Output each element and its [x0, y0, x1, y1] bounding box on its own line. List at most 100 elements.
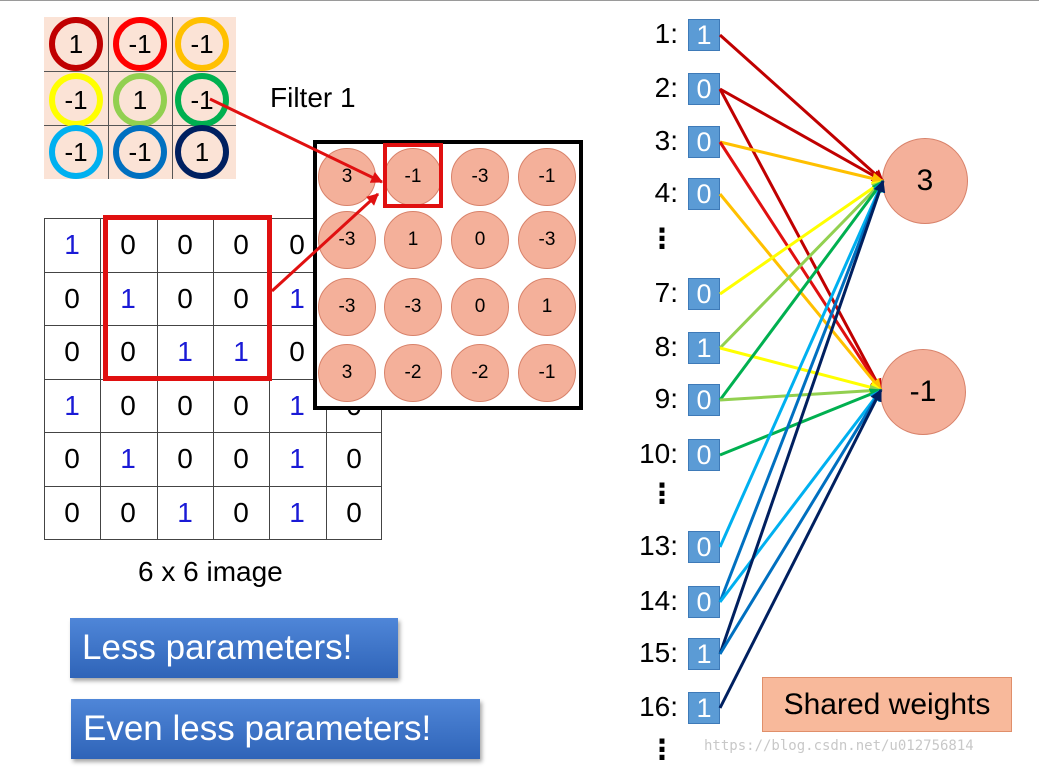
weight-arrow: [718, 179, 885, 548]
image-cell: 0: [289, 229, 305, 260]
input-index-label: 8:: [654, 331, 678, 362]
feature-map-cell: 0: [451, 278, 509, 336]
filter-cell: 1: [175, 125, 229, 179]
output-neuron-1: 3: [882, 138, 968, 224]
input-index-label: 3:: [654, 125, 678, 156]
weight-arrow: [718, 180, 885, 401]
feature-map-cell: -1: [518, 148, 576, 206]
input-value-box: 0: [688, 586, 720, 618]
filter-gridline: [172, 17, 173, 179]
shared-weights-label: Shared weights: [762, 677, 1012, 732]
input-value-box: 0: [688, 439, 720, 471]
input-value-box: 0: [688, 384, 720, 416]
image-to-map-arrow: [270, 192, 380, 293]
feature-map-cell: 0: [451, 211, 509, 269]
feature-map-cell: 3: [318, 344, 376, 402]
image-cell: 1: [120, 283, 136, 314]
image-cell: 0: [289, 336, 305, 367]
image-cell: 1: [289, 443, 305, 474]
image-gridline: [44, 486, 382, 487]
image-cell: 0: [120, 390, 136, 421]
less-parameters-button[interactable]: Less parameters!: [70, 618, 398, 678]
filter-cell: -1: [175, 17, 229, 71]
input-index-label: 9:: [654, 383, 678, 414]
feature-map-cell: -1: [384, 148, 442, 206]
weight-arrow: [718, 388, 883, 655]
image-gridline: [44, 539, 382, 540]
image-cell: 0: [233, 497, 249, 528]
input-index-label: 7:: [654, 277, 678, 308]
feature-map-cell: -3: [451, 148, 509, 206]
image-cell: 0: [120, 497, 136, 528]
input-index-label: 13:: [639, 530, 678, 561]
image-cell: 0: [64, 443, 80, 474]
image-caption: 6 x 6 image: [138, 556, 283, 587]
image-cell: 1: [177, 497, 193, 528]
feature-map-cell: -3: [518, 211, 576, 269]
image-cell: 0: [346, 497, 362, 528]
filter-to-map-arrow: [209, 97, 384, 184]
feature-map-cell: -3: [318, 278, 376, 336]
image-cell: 0: [120, 229, 136, 260]
image-cell: 0: [233, 283, 249, 314]
weight-arrow: [718, 33, 885, 183]
input-index-label: 1:: [654, 18, 678, 49]
filter-label: Filter 1: [270, 82, 356, 113]
even-less-parameters-button[interactable]: Even less parameters!: [71, 699, 480, 759]
input-value-box: 1: [688, 638, 720, 670]
filter-cell: -1: [113, 17, 167, 71]
image-cell: 0: [64, 336, 80, 367]
image-gridline: [44, 432, 382, 433]
image-cell: 1: [233, 336, 249, 367]
image-cell: 0: [346, 443, 362, 474]
feature-map-cell: 1: [518, 278, 576, 336]
image-cell: 0: [233, 390, 249, 421]
filter-cell: 1: [113, 73, 167, 127]
image-cell: 0: [177, 283, 193, 314]
image-cell: 1: [64, 390, 80, 421]
weight-arrow: [718, 179, 885, 350]
watermark: https://blog.csdn.net/u012756814: [704, 738, 974, 754]
image-cell: 1: [289, 497, 305, 528]
filter-cell: -1: [113, 125, 167, 179]
filter-cell: -1: [175, 73, 229, 127]
weight-arrow: [718, 388, 883, 709]
input-value-box: 1: [688, 332, 720, 364]
input-index-label: 4:: [654, 177, 678, 208]
filter-gridline: [108, 17, 109, 179]
weight-arrow: [719, 179, 884, 296]
weight-arrow: [718, 179, 885, 603]
weight-arrow: [719, 140, 885, 185]
filter-cell: 1: [49, 17, 103, 71]
input-index-label: 15:: [639, 637, 678, 668]
image-cell: 0: [177, 229, 193, 260]
feature-map-cell: 1: [384, 211, 442, 269]
image-cell: 0: [233, 443, 249, 474]
weight-arrow: [718, 179, 886, 655]
input-value-box: 1: [688, 692, 720, 724]
image-cell: 0: [177, 443, 193, 474]
feature-map-cell: -3: [384, 278, 442, 336]
input-value-box: 0: [688, 278, 720, 310]
feature-map-cell: -2: [451, 344, 509, 402]
input-index-label: 10:: [639, 438, 678, 469]
image-cell: 0: [233, 229, 249, 260]
image-cell: 1: [289, 283, 305, 314]
filter-gridline: [44, 71, 236, 72]
input-value-box: 0: [688, 178, 720, 210]
input-value-box: 0: [688, 126, 720, 158]
image-cell: 1: [120, 443, 136, 474]
image-gridline: [44, 325, 382, 326]
weight-arrow: [719, 87, 885, 183]
input-value-box: 0: [688, 531, 720, 563]
image-cell: 0: [64, 497, 80, 528]
image-cell: 0: [64, 283, 80, 314]
feature-map-highlight: [383, 143, 443, 208]
filter-cell: -1: [49, 73, 103, 127]
feature-map-cell: -2: [384, 344, 442, 402]
receptive-field-highlight: [103, 215, 272, 381]
input-value-box: 1: [688, 19, 720, 51]
